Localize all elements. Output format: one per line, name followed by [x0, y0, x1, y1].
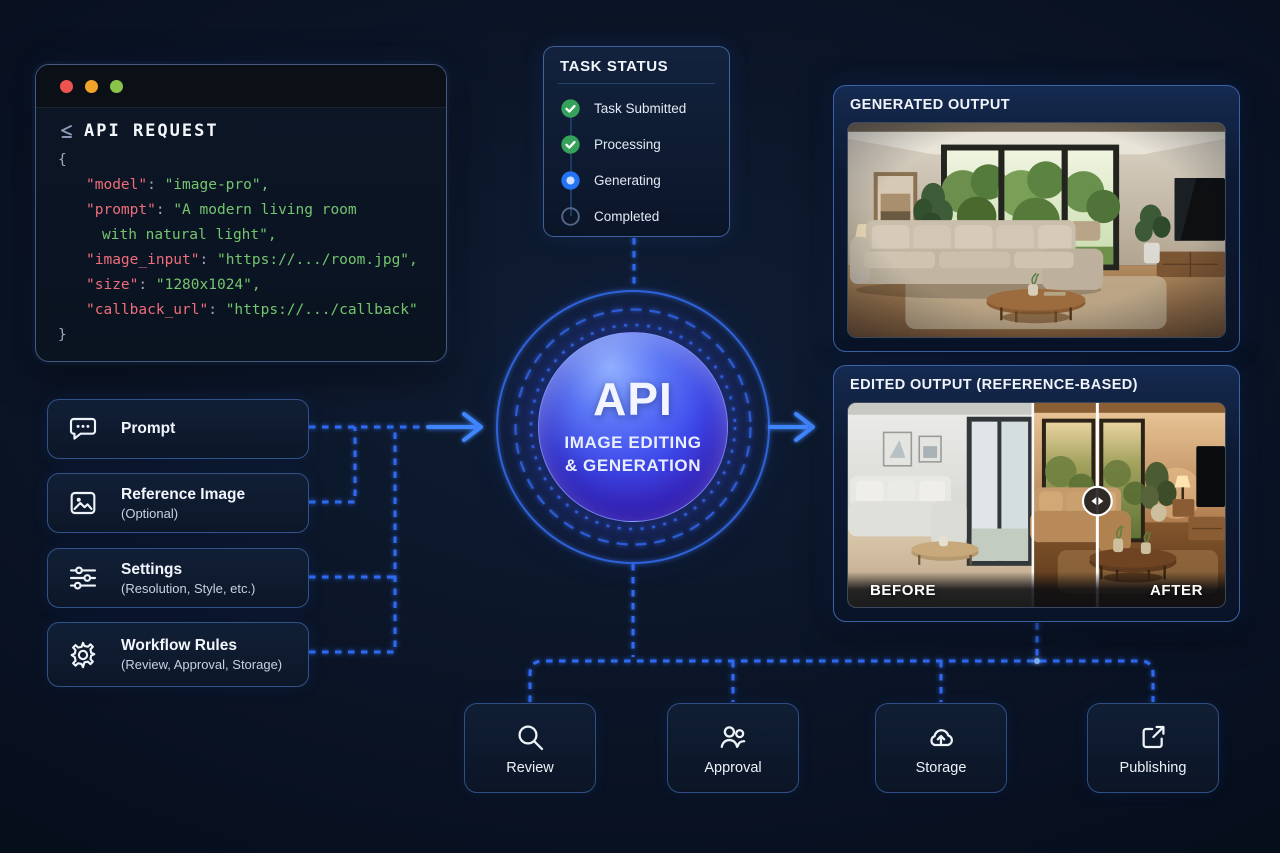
close-window-button[interactable] — [60, 79, 73, 93]
cloud-upload-icon — [925, 721, 957, 753]
users-icon — [717, 721, 749, 753]
pipeline-node-review: Review — [464, 703, 596, 793]
check-circle-icon — [560, 98, 581, 119]
input-card-subtitle: (Review, Approval, Storage) — [121, 657, 283, 672]
maximize-window-button[interactable] — [110, 79, 123, 93]
code-line: "prompt": "A modern living room — [86, 202, 357, 218]
status-step-generating: Generating — [560, 162, 713, 198]
input-card-settings: Settings (Resolution, Style, etc.) — [47, 548, 309, 608]
pipeline-node-label: Approval — [704, 759, 762, 776]
input-card-subtitle: (Optional) — [121, 505, 179, 521]
status-step-label: Generating — [594, 172, 661, 188]
minimize-window-button[interactable] — [85, 79, 98, 93]
status-rail — [569, 108, 572, 216]
active-dot-icon — [560, 170, 581, 191]
generated-output-title: GENERATED OUTPUT — [850, 97, 1010, 113]
before-label: BEFORE — [870, 582, 937, 599]
input-card-workflow-rules: Workflow Rules (Review, Approval, Storag… — [47, 622, 309, 687]
input-card-title: Settings — [121, 560, 183, 578]
check-circle-icon — [560, 134, 581, 155]
status-step-label: Processing — [594, 136, 661, 152]
sliders-icon — [67, 562, 107, 594]
input-card-title: Prompt — [121, 420, 176, 437]
pipeline-node-label: Storage — [915, 759, 967, 776]
code-body: API REQUEST { "model": "image-pro", "pro… — [36, 108, 446, 348]
code-line: "image_input": "https://.../room.jpg", — [86, 252, 418, 268]
gear-icon — [67, 639, 107, 671]
code-line: "size": "1280x1024", — [86, 277, 261, 293]
window-titlebar — [36, 65, 446, 108]
code-window: API REQUEST { "model": "image-pro", "pro… — [35, 64, 447, 362]
code-open-brace: { — [58, 152, 67, 168]
code-line: with natural light", — [102, 227, 277, 243]
status-step-processing: Processing — [560, 126, 713, 162]
input-card-subtitle: (Resolution, Style, etc.) — [121, 580, 256, 596]
api-core-subtitle-1: IMAGE EDITING — [564, 433, 702, 453]
pipeline-node-approval: Approval — [667, 703, 799, 793]
image-icon — [67, 487, 107, 519]
edited-output-panel: EDITED OUTPUT (REFERENCE-BASED) — [833, 365, 1240, 622]
before-after-slider: BEFORE AFTER — [847, 402, 1226, 608]
code-line: "model": "image-pro", — [86, 177, 270, 193]
task-status-title: TASK STATUS — [560, 58, 669, 75]
input-card-title: Workflow Rules — [121, 637, 237, 654]
input-card-title: Reference Image — [121, 485, 246, 503]
code-line: "callback_url": "https://.../callback" — [86, 302, 418, 318]
pending-circle-icon — [560, 206, 581, 227]
pipeline-node-publishing: Publishing — [1087, 703, 1219, 793]
status-step-completed: Completed — [560, 198, 713, 234]
input-card-prompt: Prompt — [47, 399, 309, 459]
code-angle-icon — [58, 123, 74, 139]
code-close-brace: } — [58, 327, 67, 343]
status-step-label: Completed — [594, 208, 660, 224]
api-core-title: API — [593, 373, 673, 426]
chat-bubble-icon — [67, 413, 107, 445]
pipeline-node-label: Publishing — [1119, 759, 1187, 776]
generated-room-image — [847, 122, 1226, 338]
external-link-icon — [1137, 721, 1169, 753]
divider — [558, 83, 715, 84]
code-window-title: API REQUEST — [84, 121, 219, 141]
edited-output-title: EDITED OUTPUT (REFERENCE-BASED) — [850, 377, 1138, 393]
generated-output-panel: GENERATED OUTPUT — [833, 85, 1240, 352]
status-step-label: Task Submitted — [594, 100, 687, 116]
slider-handle-icon — [1081, 485, 1113, 517]
api-core-node: API IMAGE EDITING & GENERATION — [538, 332, 728, 522]
api-core-subtitle-2: & GENERATION — [564, 456, 702, 475]
after-label: AFTER — [1150, 582, 1203, 599]
pipeline-node-storage: Storage — [875, 703, 1007, 793]
magnifier-icon — [514, 721, 546, 753]
pipeline-node-label: Review — [506, 759, 554, 776]
task-status-panel: TASK STATUS Task Submitted Processing — [543, 46, 730, 237]
status-step-submitted: Task Submitted — [560, 90, 713, 126]
input-card-reference-image: Reference Image (Optional) — [47, 473, 309, 533]
